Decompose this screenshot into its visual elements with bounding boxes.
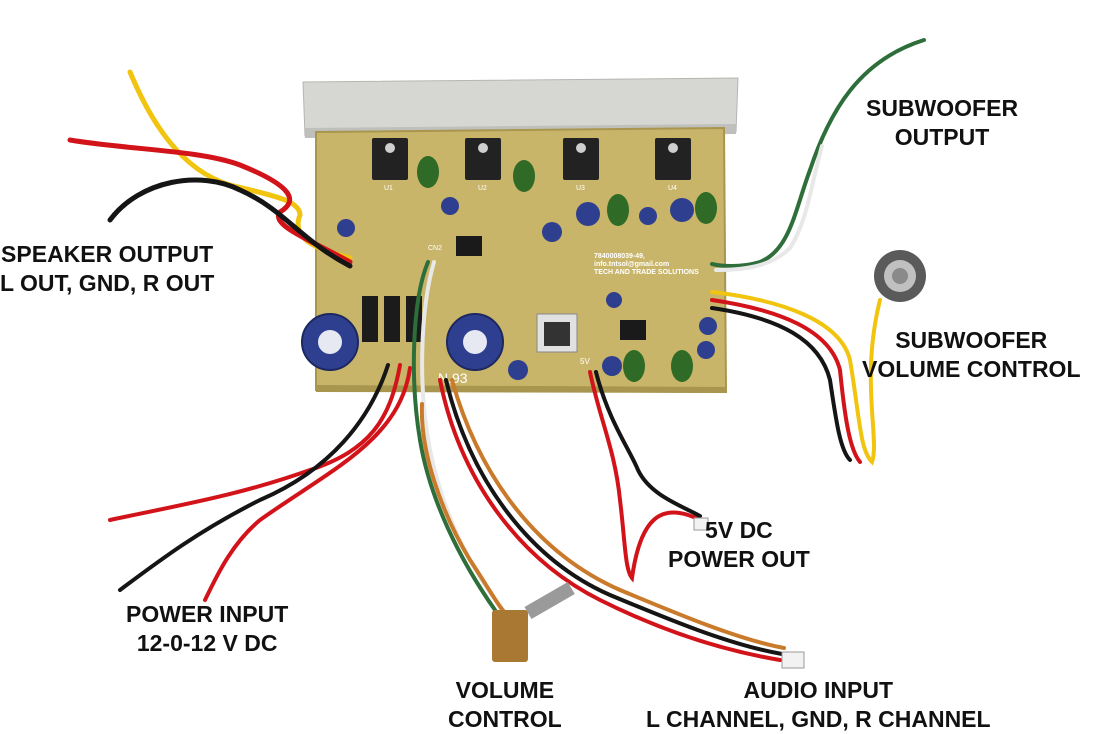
label-power-input-line2: 12-0-12 V DC [136,630,278,656]
label-speaker-output-line2: L OUT, GND, R OUT [0,270,215,296]
green-capacitors [417,156,717,382]
wires [67,38,926,662]
label-subwoofer-volume-line1: SUBWOOFER [895,327,1048,353]
subvol-wire-black [710,306,852,462]
label-power-input-line1: POWER INPUT [126,601,289,627]
board-phone: 7840008039-49, [594,253,645,260]
connector-cn2: CN2 [428,245,442,252]
transistor-u3: U3 [576,185,585,192]
dc-out-wire-red [588,370,702,583]
transistor-u4: U4 [668,185,677,192]
wire-connectors [693,517,805,669]
label-subwoofer-volume: SUBWOOFER VOLUME CONTROL [862,326,1081,384]
dc-out-wire-black [594,370,702,518]
label-subwoofer-output-line2: OUTPUT [894,124,990,150]
label-subwoofer-output: SUBWOOFER OUTPUT [866,94,1018,152]
label-audio-input-line2: L CHANNEL, GND, R CHANNEL [646,706,991,732]
subwoofer-volume-potentiometer [874,250,926,302]
label-speaker-output-line1: SPEAKER OUTPUT [1,241,214,267]
volume-potentiometer [492,581,575,662]
audio-wire-black [444,378,784,656]
subwoofer-wire-white [714,144,824,272]
audio-wire-orange [450,378,786,650]
label-dc-power-out: 5V DC POWER OUT [668,516,810,574]
label-dc-power-out-line2: POWER OUT [668,546,810,572]
speaker-wire-black [107,177,353,269]
label-audio-input: AUDIO INPUT L CHANNEL, GND, R CHANNEL [646,676,991,734]
subwoofer-wire-green [710,38,926,268]
board-email: info.tntsol@gmail.com [594,261,669,268]
transistor-u2: U2 [478,185,487,192]
label-dc-power-out-line1: 5V DC [705,517,773,543]
label-speaker-output: SPEAKER OUTPUT L OUT, GND, R OUT [0,240,214,298]
board-company: TECH AND TRADE SOLUTIONS [594,269,699,276]
label-volume-control-line2: CONTROL [448,706,562,732]
ics [456,236,646,353]
label-subwoofer-output-line1: SUBWOOFER [866,95,1019,121]
label-subwoofer-volume-line2: VOLUME CONTROL [862,356,1081,382]
label-audio-input-line1: AUDIO INPUT [743,677,894,703]
speaker-wire-red [67,137,353,265]
volume-wire-orange [419,402,512,620]
power-transistors [372,138,691,180]
label-power-input: POWER INPUT 12-0-12 V DC [126,600,288,658]
transistor-u1: U1 [384,185,393,192]
power-wire-black [118,363,390,592]
subvol-wire-red [710,298,862,464]
power-wire-red-2 [203,366,412,602]
volume-wire-green [411,260,497,612]
subvol-wire-yellow [710,290,882,466]
label-volume-control: VOLUME CONTROL [448,676,562,734]
board-5v: 5V [580,357,590,366]
audio-wire-red [438,378,782,662]
electrolytic-capacitors [301,197,717,380]
label-volume-control-line1: VOLUME [455,677,555,703]
